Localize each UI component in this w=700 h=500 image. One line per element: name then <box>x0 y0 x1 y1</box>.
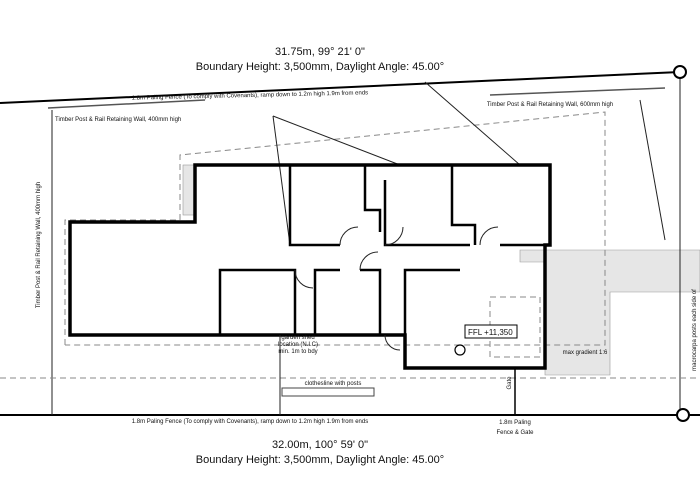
top-fence-label: 1.8m Paling Fence (To comply with Covena… <box>132 90 369 101</box>
retaining-400-left-label: Timber Post & Rail Retaining Wall, 400mm… <box>36 182 42 308</box>
shed-label-2: location (N.I.C) <box>278 342 318 348</box>
interior-wall <box>403 268 460 335</box>
ffl-label: FFL +11,350 <box>468 328 513 337</box>
retaining-400-top-label: Timber Post & Rail Retaining Wall, 400mm… <box>55 117 181 123</box>
recession-line <box>639 99 666 241</box>
interior-wall <box>218 268 297 335</box>
driveway <box>519 249 700 376</box>
retaining-wall-600 <box>489 87 666 96</box>
top-dimension: 31.75m, 99° 21' 0" <box>275 46 365 58</box>
shed-label-3: min. 1m to bdy <box>278 349 317 355</box>
door-swing <box>384 334 401 351</box>
interior-wall <box>450 165 477 245</box>
interior-wall <box>313 268 340 335</box>
gate-label: Gate <box>507 376 513 390</box>
recession-line <box>424 81 521 166</box>
macrocarpa-label: macrocarpa posts each side of <box>692 289 698 371</box>
fence-gate-label-1: 1.8m Paling <box>499 420 531 426</box>
retaining-600-label: Timber Post & Rail Retaining Wall, 600mm… <box>487 102 613 108</box>
retaining-wall-400 <box>47 99 206 109</box>
bottom-dimension: 32.00m, 100° 59' 0" <box>272 439 368 451</box>
door-swing <box>384 226 404 246</box>
door-swing <box>339 226 359 246</box>
setback-outline <box>64 111 606 346</box>
gradient-label: max gradient 1:6 <box>563 350 608 356</box>
interior-wall <box>288 165 340 247</box>
fence-gate-label-2: Fence & Gate <box>496 430 534 436</box>
door-swing <box>359 251 379 271</box>
clothesline-label: clothesline with posts <box>305 381 362 387</box>
interior-wall <box>360 268 382 335</box>
paved-area-left <box>182 164 196 216</box>
clothesline <box>281 387 375 397</box>
interior-wall <box>363 165 382 232</box>
bottom-boundary-height: Boundary Height: 3,500mm, Daylight Angle… <box>196 454 444 466</box>
door-swing <box>479 226 499 246</box>
level-marker-icon <box>454 344 466 356</box>
recession-line <box>272 115 291 246</box>
survey-peg-bottom <box>676 408 690 422</box>
bottom-fence-label: 1.8m Paling Fence (To comply with Covena… <box>132 419 368 425</box>
top-boundary-line <box>0 71 681 104</box>
ffl-box <box>464 324 518 339</box>
recession-line <box>272 115 401 166</box>
door-swing <box>294 269 314 289</box>
top-boundary-height: Boundary Height: 3,500mm, Daylight Angle… <box>196 61 444 73</box>
shed-label-1: garden shed <box>281 335 314 341</box>
survey-peg-top <box>673 65 687 79</box>
interior-wall <box>383 180 470 247</box>
